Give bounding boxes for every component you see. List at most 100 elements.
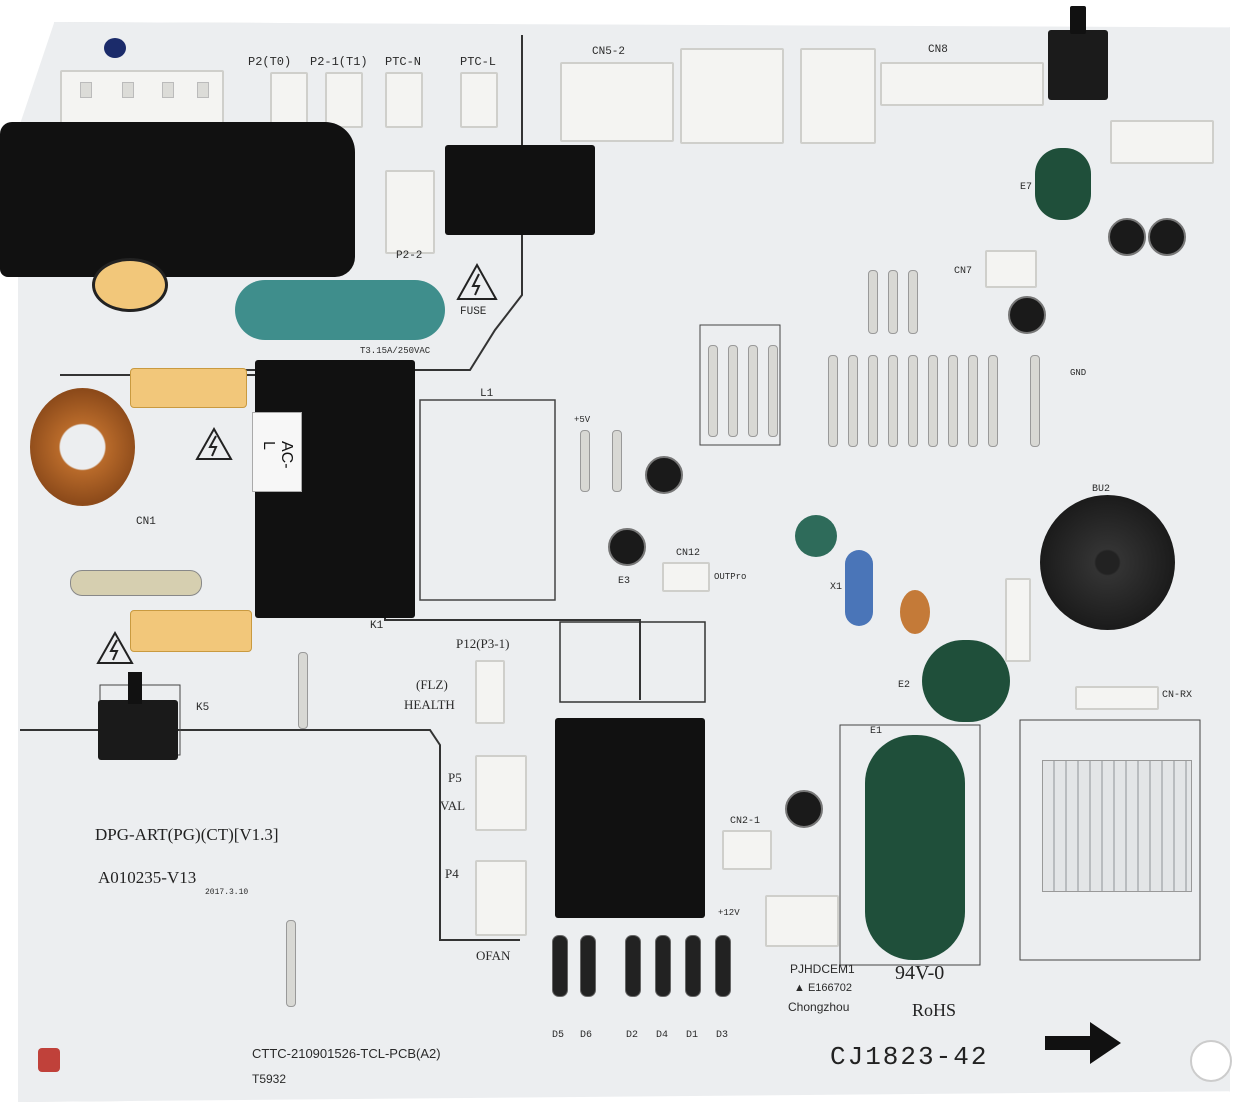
resistor-2 bbox=[728, 345, 738, 437]
label-p2-2: P2-2 bbox=[396, 250, 423, 262]
label-d6: D6 bbox=[580, 1030, 593, 1041]
label-p4: P4 bbox=[445, 866, 459, 881]
diode-d1 bbox=[685, 935, 701, 997]
label-d5: D5 bbox=[552, 1030, 565, 1041]
resistor-8 bbox=[888, 355, 898, 447]
label-fuse: FUSE bbox=[460, 306, 487, 318]
resistor-16 bbox=[286, 920, 296, 1007]
switch-k5 bbox=[98, 700, 178, 760]
label-p12: P12(P3-1) bbox=[456, 636, 510, 651]
label-bu2: BU2 bbox=[1092, 484, 1111, 495]
connector-p4 bbox=[475, 860, 527, 936]
resistor-5 bbox=[828, 355, 838, 447]
resistor-6 bbox=[848, 355, 858, 447]
capacitor-e4 bbox=[1008, 296, 1046, 334]
label-cn12: CN12 bbox=[676, 548, 701, 559]
label-outpro: OUTPro bbox=[714, 572, 747, 582]
mounting-hole bbox=[1190, 1040, 1232, 1082]
connector-p2-t0 bbox=[270, 72, 308, 128]
connector-cn3 bbox=[765, 895, 839, 947]
resistor-11 bbox=[948, 355, 958, 447]
connector-cn7 bbox=[985, 250, 1037, 288]
resistor-9 bbox=[908, 355, 918, 447]
label-flz: (FLZ) bbox=[416, 677, 448, 692]
board-ts-code: T5932 bbox=[252, 1072, 287, 1086]
connector-cn-bsp bbox=[1005, 578, 1031, 662]
resistor-4 bbox=[768, 345, 778, 437]
yellow-capacitor-1 bbox=[130, 368, 247, 408]
label-p5: P5 bbox=[448, 770, 462, 785]
fuse-holder bbox=[385, 170, 435, 254]
resistor-21 bbox=[908, 270, 918, 334]
black-capacitor-block bbox=[0, 122, 355, 277]
label-e1: E1 bbox=[870, 726, 883, 737]
ac-l-tag: AC-L bbox=[252, 412, 302, 492]
resistor-15 bbox=[298, 652, 308, 729]
label-cn7: CN7 bbox=[954, 266, 973, 277]
capacitor-e3 bbox=[608, 528, 646, 566]
label-d4: D4 bbox=[656, 1030, 669, 1041]
capacitor-e10 bbox=[785, 790, 823, 828]
diode-d3 bbox=[715, 935, 731, 997]
capacitor-e8 bbox=[795, 515, 837, 557]
board-ctc-code: CTTC-210901526-TCL-PCB(A2) bbox=[252, 1046, 441, 1061]
connector-p2-1 bbox=[325, 72, 363, 128]
label-cn2-1: CN2-1 bbox=[730, 816, 761, 827]
label-x1: X1 bbox=[830, 582, 843, 593]
capacitor-e6 bbox=[1148, 218, 1186, 256]
electrolytic-cap-e7 bbox=[1035, 148, 1091, 220]
board-model-line: DPG-ART(PG)(CT)[V1.3] bbox=[95, 825, 279, 844]
connector-ptc-n bbox=[385, 72, 423, 128]
label-cn-rx: CN-RX bbox=[1162, 690, 1193, 701]
resistor-3 bbox=[748, 345, 758, 437]
connector-cn12 bbox=[662, 562, 710, 592]
board-part-number: A010235-V13 bbox=[98, 868, 197, 887]
yellow-capacitor-2 bbox=[130, 610, 252, 652]
connector-p12 bbox=[475, 660, 505, 724]
label-fuse-rating: T3.15A/250VAC bbox=[360, 346, 431, 356]
label-l1: L1 bbox=[480, 388, 494, 400]
board-maker-line-3: Chongzhou bbox=[788, 1000, 850, 1014]
label-d2: D2 bbox=[626, 1030, 639, 1041]
diode-d2 bbox=[625, 935, 641, 997]
x-capacitor bbox=[235, 280, 445, 340]
label-cn8: CN8 bbox=[928, 44, 948, 56]
connector-p5 bbox=[475, 755, 527, 831]
board-maker-line-1: PJHDCEM1 bbox=[790, 962, 855, 976]
connector-cn6 bbox=[680, 48, 784, 144]
label-p2-1: P2-1(T1) bbox=[310, 55, 368, 69]
reset-switch bbox=[1048, 30, 1108, 100]
resistor-13 bbox=[988, 355, 998, 447]
label-12v: +12V bbox=[718, 908, 740, 918]
heatsink bbox=[1042, 760, 1192, 892]
connector-right-top bbox=[1110, 120, 1214, 164]
varistor bbox=[92, 258, 168, 312]
label-d1: D1 bbox=[686, 1030, 699, 1041]
connector-cn8 bbox=[880, 62, 1044, 106]
electrolytic-cap-large bbox=[865, 735, 965, 960]
label-d3: D3 bbox=[716, 1030, 729, 1041]
resistor-14 bbox=[1030, 355, 1040, 447]
connector-cn2-1 bbox=[722, 830, 772, 870]
inductor-l1 bbox=[900, 590, 930, 634]
resistor-19 bbox=[868, 270, 878, 334]
label-ptc-l: PTC-L bbox=[460, 55, 497, 69]
board-rohs: RoHS bbox=[912, 1000, 957, 1020]
connector-cn5-2 bbox=[560, 62, 674, 142]
resistor-18 bbox=[612, 430, 622, 492]
label-e3: E3 bbox=[618, 576, 631, 587]
power-resistor bbox=[70, 570, 202, 596]
capacitor-e9 bbox=[645, 456, 683, 494]
board-date: 2017.3.10 bbox=[205, 888, 249, 897]
resistor-17 bbox=[580, 430, 590, 492]
connector-cn9 bbox=[800, 48, 876, 144]
label-e2: E2 bbox=[898, 680, 911, 691]
connector-ptc-l bbox=[460, 72, 498, 128]
resistor-20 bbox=[888, 270, 898, 334]
label-e7: E7 bbox=[1020, 182, 1033, 193]
diode-d6 bbox=[580, 935, 596, 997]
resistor-10 bbox=[928, 355, 938, 447]
label-val: VAL bbox=[440, 798, 466, 813]
toroid-inductor bbox=[30, 388, 135, 506]
top-marker bbox=[104, 38, 126, 58]
